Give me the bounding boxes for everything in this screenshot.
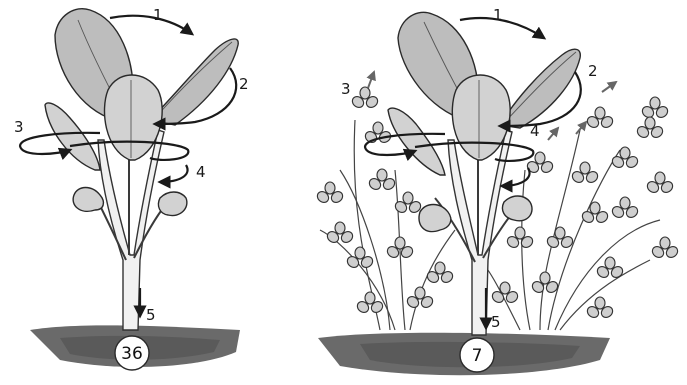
left-leaf-low-right (158, 192, 186, 216)
right-root-value: 7 (472, 346, 483, 366)
right-leaf-low-right (502, 196, 532, 221)
right-label-3: 3 (341, 80, 351, 98)
right-leaf-small-left (388, 108, 445, 175)
left-leaf-right (150, 39, 238, 125)
right-clover-arrow-4b (576, 122, 586, 134)
left-arrow-4 (160, 165, 188, 182)
right-clover-arrow-4a (548, 128, 558, 140)
right-leaf-center (452, 75, 510, 160)
left-label-3: 3 (14, 118, 24, 136)
right-label-2: 2 (588, 62, 598, 80)
right-clover-arrow-2 (602, 82, 616, 92)
right-label-5: 5 (491, 313, 501, 331)
right-label-4: 4 (530, 122, 540, 140)
right-label-1: 1 (493, 6, 503, 24)
left-label-4: 4 (196, 163, 206, 181)
right-clover-arrow-3 (368, 72, 374, 88)
right-leaf-right (500, 49, 580, 128)
left-arrow-1 (110, 16, 192, 34)
left-plant: 1 2 3 4 5 36 (14, 6, 249, 370)
left-leaf-small-left (45, 103, 100, 170)
right-plant: 1 2 3 4 5 7 (315, 6, 680, 375)
left-label-2: 2 (239, 75, 249, 93)
left-root-value: 36 (121, 344, 143, 364)
right-leaf-low-left (419, 205, 451, 232)
left-label-1: 1 (153, 6, 163, 24)
left-leaf-low-left (73, 188, 103, 212)
left-label-5: 5 (146, 306, 156, 324)
